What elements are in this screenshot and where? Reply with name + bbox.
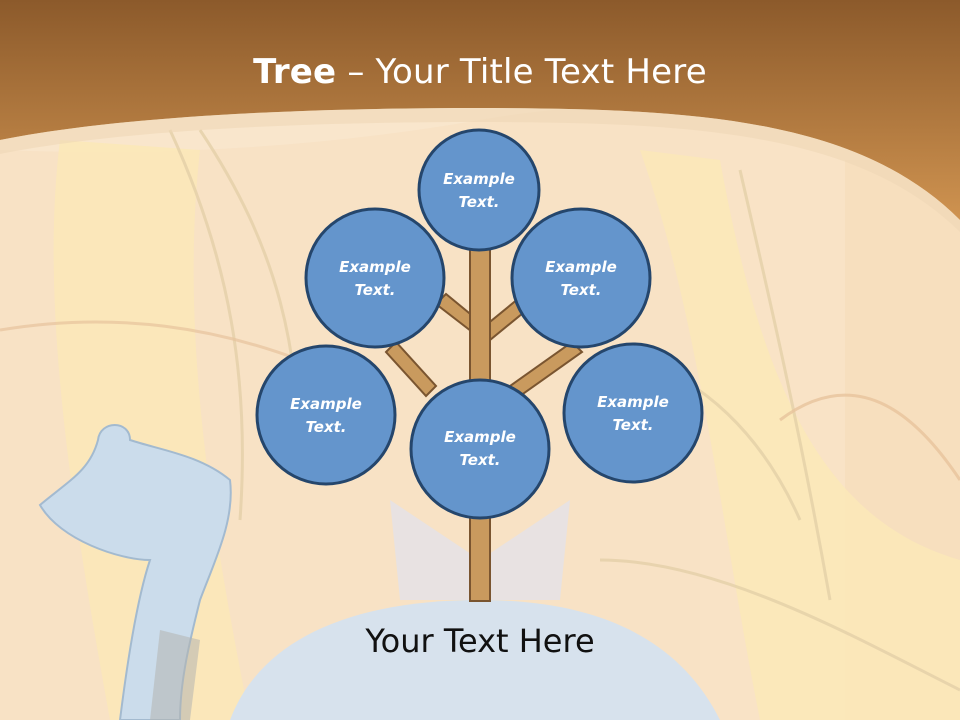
node-upper-right-circle — [510, 207, 652, 349]
node-upper-right-label: Example Text. — [521, 256, 641, 302]
node-lower-right-circle — [562, 342, 704, 484]
node-lower-right-line1: Example — [597, 393, 669, 411]
node-upper-right-line1: Example — [545, 258, 617, 276]
node-top-line1: Example — [443, 170, 515, 188]
node-center-line2: Text. — [459, 451, 501, 469]
node-lower-right-line2: Text. — [612, 416, 654, 434]
node-top-line2: Text. — [458, 193, 500, 211]
node-upper-right-line2: Text. — [560, 281, 602, 299]
tree-nodes — [255, 128, 704, 520]
node-upper-left-line1: Example — [339, 258, 411, 276]
node-lower-left-circle — [255, 344, 397, 486]
node-upper-left-line2: Text. — [354, 281, 396, 299]
node-center-circle — [409, 378, 551, 520]
node-lower-left-line2: Text. — [305, 418, 347, 436]
node-top-circle — [417, 128, 541, 252]
title-bold: Tree — [253, 52, 337, 92]
node-lower-left-line1: Example — [290, 395, 362, 413]
slide-title: Tree – Your Title Text Here — [0, 52, 960, 92]
branch-lower-left — [384, 340, 438, 398]
node-upper-left-label: Example Text. — [315, 256, 435, 302]
node-center-line1: Example — [444, 428, 516, 446]
node-lower-left-label: Example Text. — [266, 393, 386, 439]
footer-text: Your Text Here — [365, 622, 595, 660]
node-center-label: Example Text. — [420, 426, 540, 472]
node-top-label: Example Text. — [419, 168, 539, 214]
title-rest: – Your Title Text Here — [336, 52, 707, 92]
node-upper-left-circle — [304, 207, 446, 349]
node-lower-right-label: Example Text. — [573, 391, 693, 437]
